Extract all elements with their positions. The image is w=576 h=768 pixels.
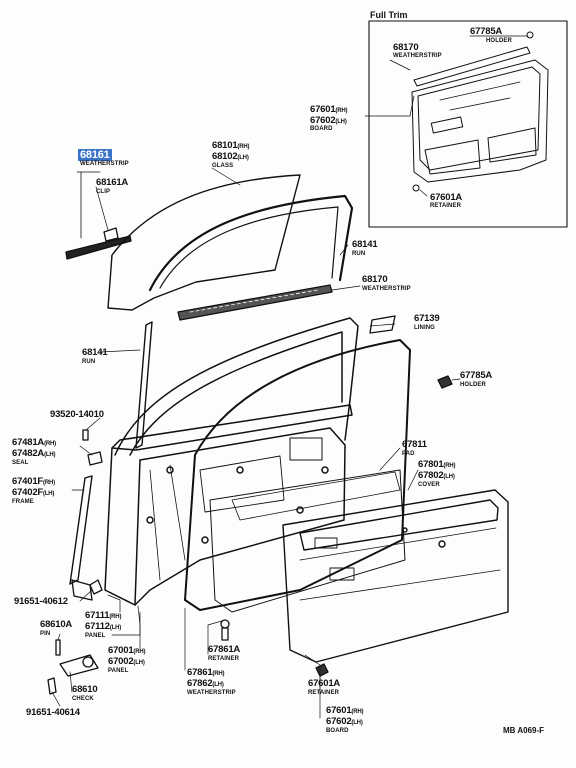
part-68161[interactable]: 68161 bbox=[78, 149, 112, 161]
frame-bracket bbox=[71, 579, 93, 601]
part-67111[interactable]: 67111(RH) bbox=[85, 610, 122, 621]
name-holder: HOLDER bbox=[460, 382, 486, 388]
inset-trim-board bbox=[411, 31, 549, 192]
inset-part-67602[interactable]: 67602(LH) bbox=[310, 115, 347, 126]
part-67861A[interactable]: 67861A bbox=[208, 644, 241, 655]
name-clip: CLIP bbox=[96, 189, 111, 195]
part-67481A[interactable]: 67481A(RH) bbox=[12, 437, 56, 448]
name-lining: LINING bbox=[414, 325, 435, 331]
name-retainer-67601A: RETAINER bbox=[308, 690, 340, 696]
name-board: BOARD bbox=[326, 728, 349, 734]
pad-67811 bbox=[231, 471, 401, 521]
door-trim-board bbox=[282, 489, 509, 663]
part-68610[interactable]: 68610 bbox=[72, 684, 98, 695]
inset-part-67601A[interactable]: 67601A bbox=[430, 192, 463, 203]
window-run-left bbox=[135, 321, 153, 449]
name-glass: GLASS bbox=[212, 163, 234, 169]
part-67801[interactable]: 67801(RH) bbox=[418, 459, 456, 470]
name-run-top: RUN bbox=[352, 251, 366, 257]
part-68610A[interactable]: 68610A bbox=[40, 619, 73, 630]
inset-name-weatherstrip: WEATHERSTRIP bbox=[393, 53, 442, 59]
name-pad: PAD bbox=[402, 451, 415, 457]
part-67139[interactable]: 67139 bbox=[414, 313, 440, 324]
holder-67785A bbox=[437, 375, 453, 389]
inset-part-68170[interactable]: 68170 bbox=[393, 42, 419, 53]
inset-name-holder: HOLDER bbox=[486, 38, 512, 44]
part-91651-40614[interactable]: 91651-40614 bbox=[26, 707, 80, 718]
name-frame: FRAME bbox=[12, 499, 34, 505]
inset-name-board: BOARD bbox=[310, 126, 333, 132]
part-67802[interactable]: 67802(LH) bbox=[418, 470, 455, 481]
name-seal: SEAL bbox=[12, 460, 29, 466]
part-67861[interactable]: 67861(RH) bbox=[187, 667, 225, 678]
part-67811[interactable]: 67811 bbox=[402, 439, 427, 450]
part-67002[interactable]: 67002(LH) bbox=[108, 656, 145, 667]
part-68170[interactable]: 68170 bbox=[362, 274, 388, 285]
small-fasteners bbox=[47, 429, 329, 695]
part-91651-40612[interactable]: 91651-40612 bbox=[14, 596, 68, 607]
full-trim-inset-frame bbox=[368, 20, 568, 228]
part-67601[interactable]: 67601(RH) bbox=[326, 705, 364, 716]
door-frame-panel bbox=[104, 317, 359, 606]
leader-lines bbox=[51, 35, 529, 719]
part-68141-left[interactable]: 68141 bbox=[82, 347, 108, 358]
lining-67139 bbox=[369, 315, 396, 334]
part-68141-top[interactable]: 68141 bbox=[352, 239, 378, 250]
inset-part-67785A[interactable]: 67785A bbox=[470, 26, 503, 37]
part-67785A[interactable]: 67785A bbox=[460, 370, 493, 381]
part-68102[interactable]: 68102(LH) bbox=[212, 151, 249, 162]
inset-title: Full Trim bbox=[370, 10, 408, 20]
window-run-top bbox=[148, 194, 354, 292]
part-67112[interactable]: 67112(LH) bbox=[85, 621, 122, 632]
inset-name-retainer: RETAINER bbox=[430, 203, 462, 209]
part-67001[interactable]: 67001(RH) bbox=[108, 645, 146, 656]
part-68101[interactable]: 68101(RH) bbox=[212, 140, 250, 151]
service-hole-cover bbox=[209, 469, 406, 613]
part-67601A[interactable]: 67601A bbox=[308, 678, 341, 689]
part-67602[interactable]: 67602(LH) bbox=[326, 716, 363, 727]
name-cover: COVER bbox=[418, 482, 440, 488]
name-weatherstrip-68170: WEATHERSTRIP bbox=[362, 286, 411, 292]
name-panel-67111: PANEL bbox=[85, 633, 106, 639]
part-67401F[interactable]: 67401F(RH) bbox=[12, 476, 55, 487]
part-68161A[interactable]: 68161A bbox=[96, 177, 129, 188]
part-67402F[interactable]: 67402F(LH) bbox=[12, 487, 55, 498]
part-93520-14010[interactable]: 93520-14010 bbox=[50, 409, 104, 420]
part-67862[interactable]: 67862(LH) bbox=[187, 678, 224, 689]
diagram-code: MB A069-F bbox=[503, 726, 545, 735]
weatherstrip-68161 bbox=[65, 171, 132, 260]
name-panel-67001: PANEL bbox=[108, 668, 129, 674]
name-pin: PIN bbox=[40, 631, 51, 637]
door-sash-frame bbox=[69, 475, 93, 585]
inset-part-67601[interactable]: 67601(RH) bbox=[310, 104, 348, 115]
weatherstrip-68170 bbox=[177, 284, 333, 321]
door-glass bbox=[107, 174, 301, 311]
name-weatherstrip-68161: WEATHERSTRIP bbox=[80, 161, 129, 167]
name-weatherstrip-67861: WEATHERSTRIP bbox=[187, 690, 236, 696]
name-check: CHECK bbox=[72, 696, 94, 702]
name-retainer-67861A: RETAINER bbox=[208, 656, 240, 662]
name-run-left: RUN bbox=[82, 359, 96, 365]
door-weatherstrip-67861 bbox=[184, 339, 411, 611]
part-67482A[interactable]: 67482A(LH) bbox=[12, 448, 56, 459]
